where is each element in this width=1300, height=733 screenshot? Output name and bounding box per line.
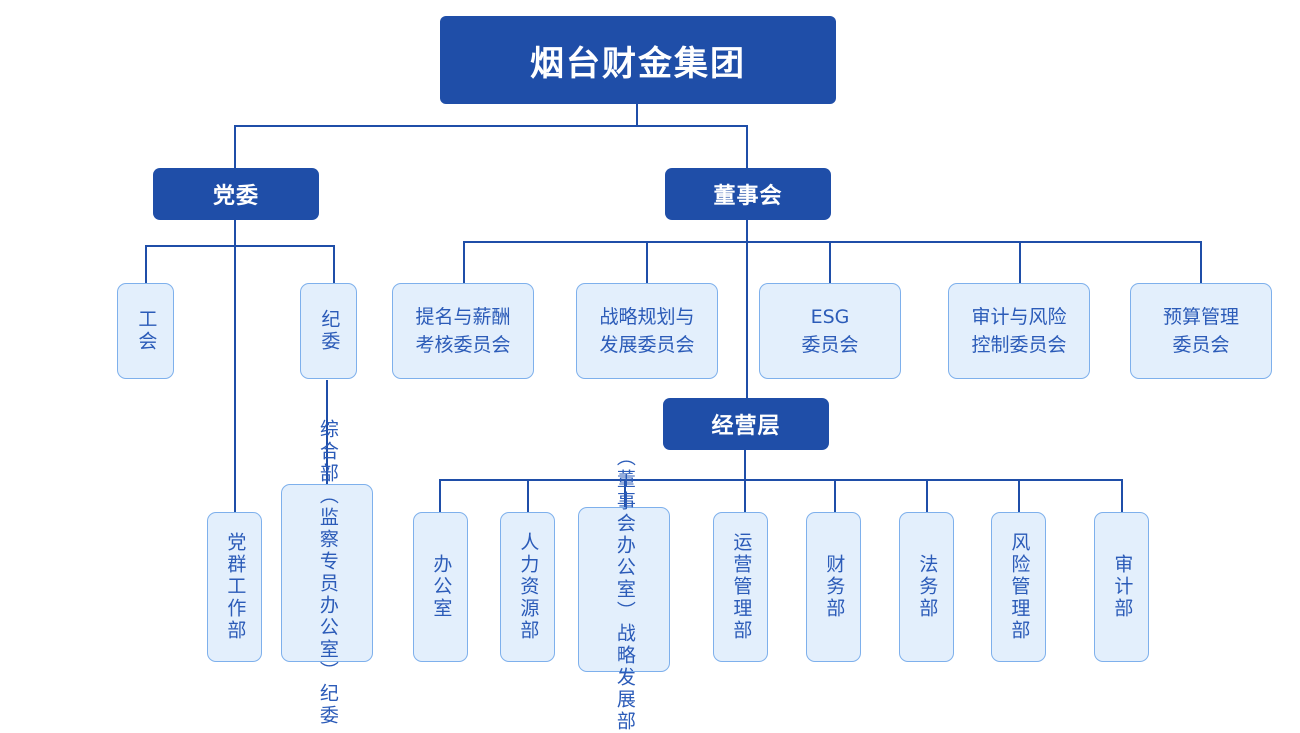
node-committee-strategy-line1: 战略规划与 [599, 305, 695, 328]
connector-board-to-committee-3 [829, 241, 831, 283]
node-dept-audit-label: 审计部 [1111, 554, 1134, 620]
node-committee-audit-risk-line1: 审计与风险 [971, 305, 1067, 328]
connector-management-stem [744, 450, 746, 480]
node-dept-legal[interactable]: 法务部 [899, 512, 954, 662]
connector-party-to-union [145, 245, 147, 283]
node-dept-general-office[interactable]: 综合部（监察专员办公室）纪委 [281, 419, 373, 727]
node-committee-strategy[interactable]: 战略规划与 发展委员会 [576, 283, 718, 379]
node-committee-audit-risk-line2: 控制委员会 [971, 334, 1067, 356]
node-dept-party-work[interactable]: 党群工作部 [207, 512, 262, 662]
node-board-label: 董事会 [713, 184, 783, 209]
node-dept-strategy-development[interactable]: （董事会办公室）战略发展部 [578, 447, 670, 733]
connector-to-board [746, 125, 748, 168]
node-dept-audit[interactable]: 审计部 [1094, 512, 1149, 662]
org-chart: 烟台财金集团 党委 董事会 工会 纪委 提名与薪酬 考核委员会 战略规划与 发展… [117, 16, 1272, 733]
node-committee-budget-line2: 委员会 [1172, 334, 1230, 356]
connector-board-bar [463, 241, 1201, 243]
connector-party-to-discipline [333, 245, 335, 283]
node-dept-general-office-label: 综合部（监察专员办公室）纪委 [316, 419, 339, 727]
node-committee-budget[interactable]: 预算管理 委员会 [1130, 283, 1272, 379]
node-dept-finance[interactable]: 财务部 [806, 512, 861, 662]
connector-root-bar [234, 125, 748, 127]
node-dept-operations[interactable]: 运营管理部 [713, 512, 768, 662]
connector-management-to-dept-8 [1121, 479, 1123, 512]
connector-board-to-committee-5 [1200, 241, 1202, 283]
connector-management-to-dept-5 [834, 479, 836, 512]
connector-management-to-dept-3 [624, 479, 626, 512]
node-dept-hr-label: 人力资源部 [517, 532, 540, 642]
node-dept-hr[interactable]: 人力资源部 [500, 512, 555, 662]
node-dept-legal-label: 法务部 [916, 554, 939, 620]
node-committee-audit-risk[interactable]: 审计与风险 控制委员会 [948, 283, 1090, 379]
connector-board-to-committee-1 [463, 241, 465, 283]
node-committee-esg[interactable]: ESG 委员会 [759, 283, 901, 379]
node-committee-nomination-line1: 提名与薪酬 [415, 305, 511, 328]
connector-to-party [234, 125, 236, 168]
connector-board-to-committee-4 [1019, 241, 1021, 283]
connector-discipline-to-office [326, 380, 328, 485]
node-union-label: 工会 [135, 309, 158, 353]
node-union[interactable]: 工会 [117, 283, 174, 379]
node-party-committee[interactable]: 党委 [153, 168, 319, 220]
node-management-layer-label: 经营层 [711, 414, 781, 439]
node-dept-strategy-development-label: （董事会办公室）战略发展部 [613, 446, 636, 733]
connector-management-to-dept-2 [527, 479, 529, 512]
connector-management-bar [439, 479, 1122, 481]
connector-party-to-dept-long [234, 168, 236, 513]
node-management-layer[interactable]: 经营层 [663, 398, 829, 450]
node-root-label: 烟台财金集团 [530, 43, 746, 84]
node-root[interactable]: 烟台财金集团 [440, 16, 836, 104]
node-discipline-committee-label: 纪委 [318, 309, 341, 353]
node-dept-risk-management[interactable]: 风险管理部 [991, 512, 1046, 662]
node-party-committee-label: 党委 [212, 184, 259, 209]
node-committee-nomination[interactable]: 提名与薪酬 考核委员会 [392, 283, 534, 379]
connector-management-to-dept-4 [744, 479, 746, 512]
node-committee-nomination-line2: 考核委员会 [415, 334, 511, 356]
node-dept-office-label: 办公室 [430, 554, 453, 620]
connector-management-to-dept-6 [926, 479, 928, 512]
node-committee-strategy-line2: 发展委员会 [599, 334, 695, 356]
node-discipline-committee[interactable]: 纪委 [300, 283, 357, 379]
node-committee-budget-line1: 预算管理 [1162, 305, 1239, 328]
node-dept-risk-management-label: 风险管理部 [1008, 532, 1031, 642]
connector-board-to-management [746, 220, 748, 398]
connector-party-bar [145, 245, 335, 247]
node-dept-office[interactable]: 办公室 [413, 512, 468, 662]
connector-management-to-dept-1 [439, 479, 441, 512]
node-board[interactable]: 董事会 [665, 168, 831, 220]
node-committee-esg-line2: 委员会 [801, 334, 859, 356]
connector-management-to-dept-7 [1018, 479, 1020, 512]
node-dept-party-work-label: 党群工作部 [224, 532, 247, 642]
connector-board-to-committee-2 [646, 241, 648, 283]
connector-root-stem [636, 103, 638, 126]
node-committee-esg-line1: ESG [810, 305, 850, 328]
node-dept-finance-label: 财务部 [823, 554, 846, 620]
node-dept-operations-label: 运营管理部 [730, 532, 753, 642]
